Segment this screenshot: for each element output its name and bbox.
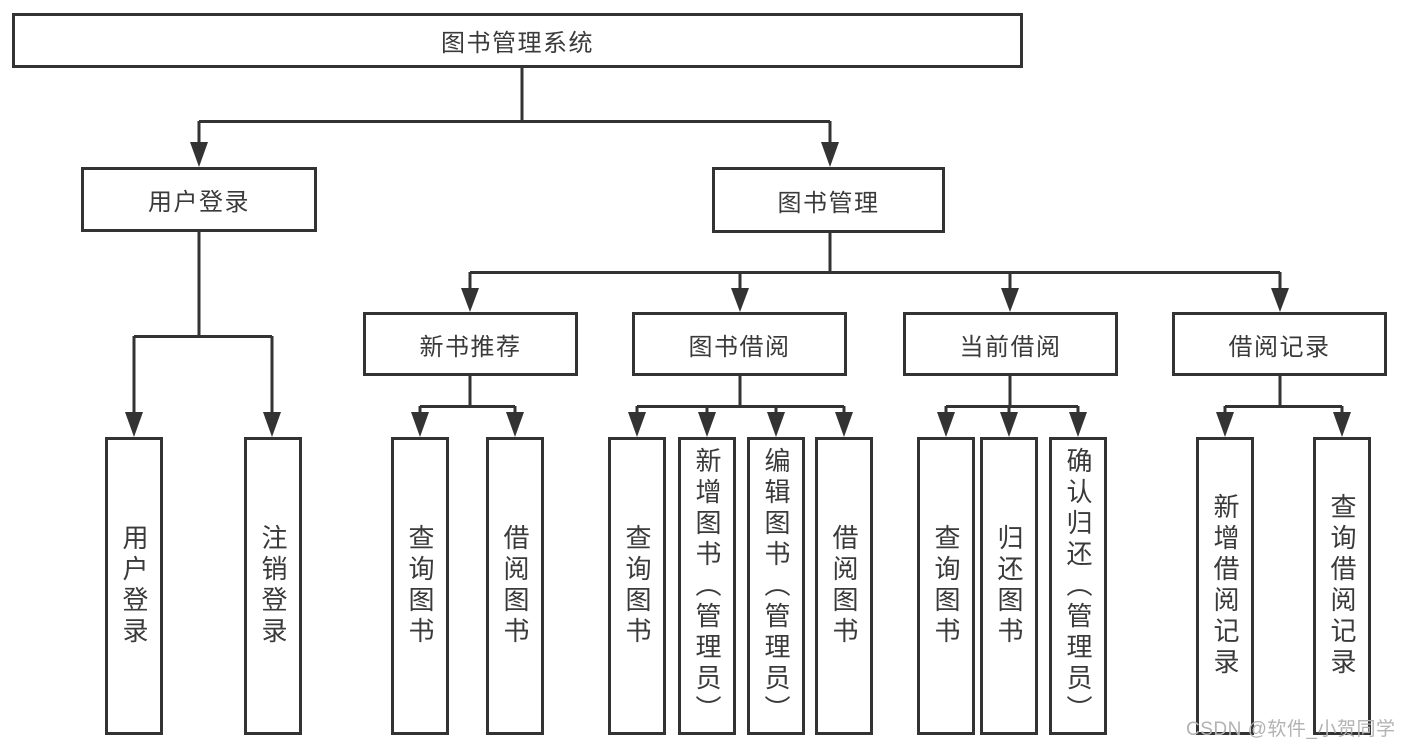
leaf-edit-book-admin: 编辑图书（管理员）	[747, 437, 805, 735]
node-label: 查询图书	[405, 524, 435, 648]
node-label: 查询图书	[622, 524, 652, 648]
node-current-borrow: 当前借阅	[903, 312, 1118, 376]
node-label: 查询借阅记录	[1327, 493, 1357, 679]
node-book-management: 图书管理	[712, 167, 945, 233]
node-user-login: 用户登录	[81, 167, 317, 232]
node-label: 查询图书	[931, 524, 961, 648]
node-label: 确认归还（管理员）	[1063, 446, 1093, 726]
leaf-return-book: 归还图书	[980, 437, 1038, 735]
node-label: 当前借阅	[959, 333, 1062, 361]
node-borrow-record: 借阅记录	[1172, 312, 1387, 376]
node-label: 借阅图书	[829, 524, 859, 648]
leaf-query-book-current: 查询图书	[917, 437, 975, 735]
csdn-watermark: CSDN @软件_小贺同学	[1186, 719, 1396, 740]
leaf-user-login: 用户登录	[105, 437, 163, 735]
leaf-borrow-book-recommend: 借阅图书	[486, 437, 544, 735]
node-label: 用户登录	[148, 189, 250, 216]
node-label: 新书推荐	[419, 333, 522, 361]
leaf-confirm-return-admin: 确认归还（管理员）	[1049, 437, 1107, 735]
node-label: 编辑图书（管理员）	[761, 446, 791, 726]
node-label: 图书管理系统	[441, 30, 594, 57]
node-label: 归还图书	[994, 524, 1024, 648]
node-label: 新增图书（管理员）	[692, 446, 722, 726]
node-label: 借阅记录	[1228, 333, 1331, 361]
node-library-system: 图书管理系统	[12, 13, 1023, 68]
node-label: 注销登录	[258, 524, 288, 648]
node-book-borrow: 图书借阅	[632, 312, 847, 376]
leaf-borrow-book: 借阅图书	[815, 437, 873, 735]
leaf-query-borrow-record: 查询借阅记录	[1313, 437, 1371, 735]
node-label: 借阅图书	[500, 524, 530, 648]
leaf-query-book: 查询图书	[608, 437, 666, 735]
node-label: 用户登录	[119, 524, 149, 648]
leaf-add-borrow-record: 新增借阅记录	[1196, 437, 1254, 735]
leaf-query-book-recommend: 查询图书	[391, 437, 449, 735]
leaf-add-book-admin: 新增图书（管理员）	[678, 437, 736, 735]
node-label: 新增借阅记录	[1210, 493, 1240, 679]
node-label: 图书管理	[777, 189, 880, 217]
node-label: 图书借阅	[688, 333, 791, 361]
leaf-logout: 注销登录	[244, 437, 302, 735]
node-new-book-recommend: 新书推荐	[363, 312, 578, 376]
